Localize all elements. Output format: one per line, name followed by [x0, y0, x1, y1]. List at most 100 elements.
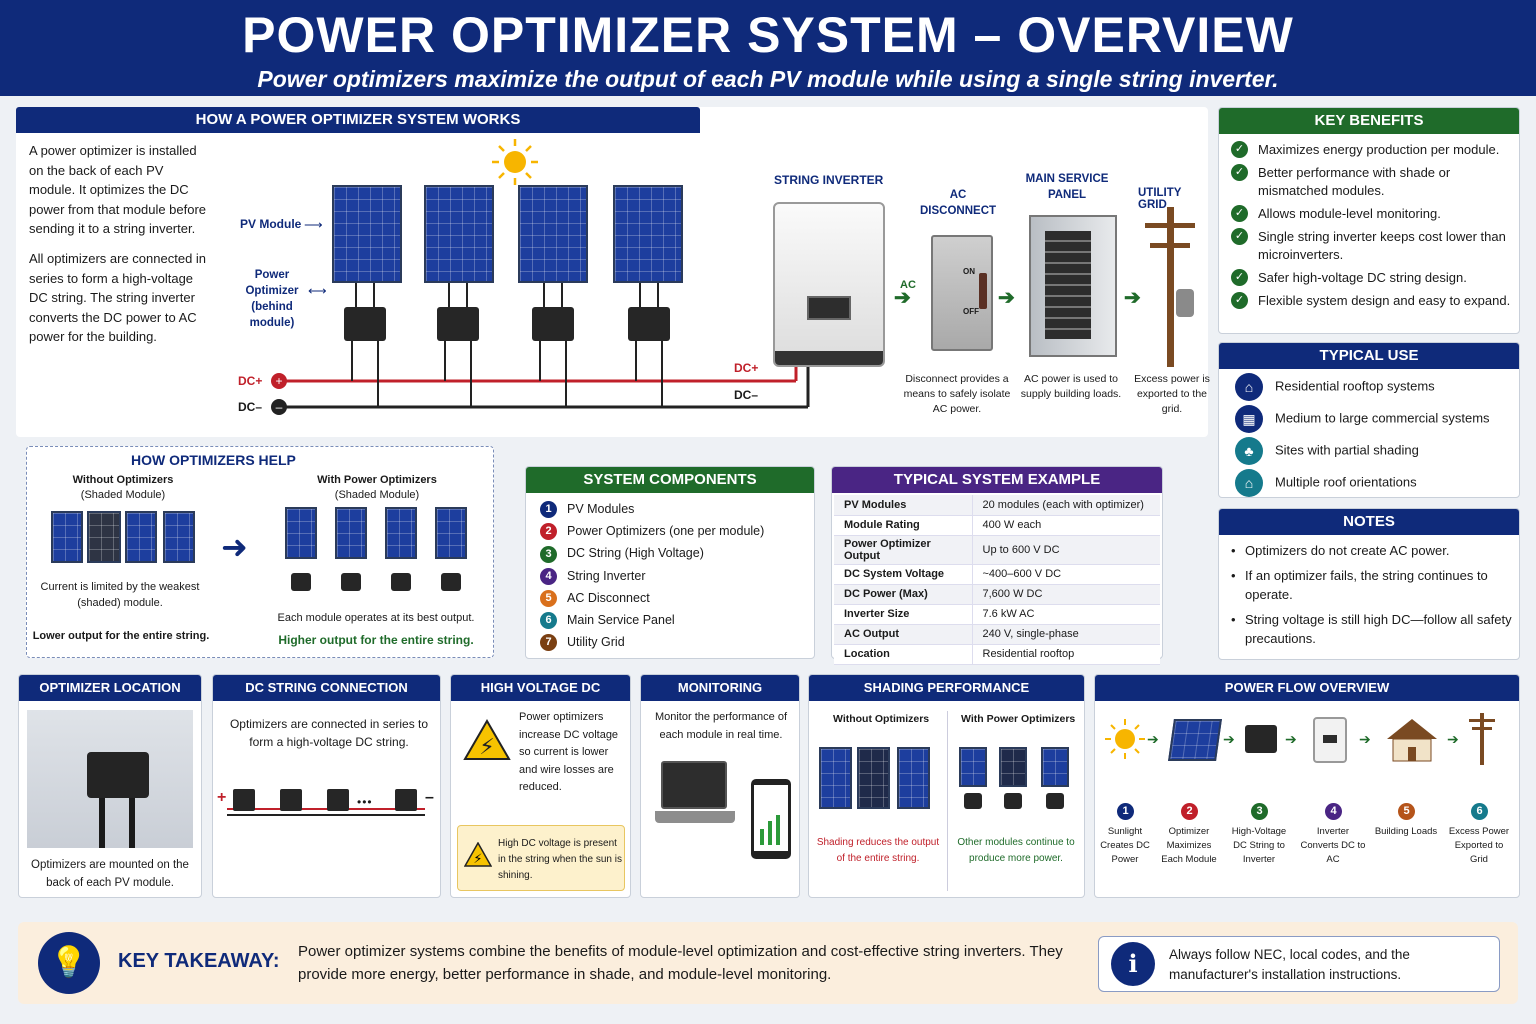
shading-optimizer-1: [964, 793, 982, 809]
benefit-item: ✓Better performance with shade or mismat…: [1231, 164, 1515, 200]
flow-arrow-2: ➔: [1223, 731, 1235, 747]
phone-icon: [751, 779, 791, 859]
check-icon: ✓: [1231, 205, 1248, 222]
flow-step-label: Sunlight Creates DC Power: [1100, 826, 1150, 865]
tree-icon: ♣: [1235, 437, 1263, 465]
svg-text:⚡: ⚡: [473, 852, 482, 867]
how-helps-title: HOW OPTIMIZERS HELP: [131, 452, 296, 468]
benefit-item: ✓Allows module-level monitoring.: [1231, 205, 1515, 223]
optimizer-4: [628, 307, 670, 341]
panel-caption: AC power is used to supply building load…: [1020, 373, 1122, 400]
benefit-item: ✓Maximizes energy production per module.: [1231, 141, 1515, 159]
help-opt-module-3: [385, 507, 417, 559]
flow-module-icon: [1168, 719, 1222, 761]
notes-list: •Optimizers do not create AC power.•If a…: [1231, 541, 1515, 654]
on-label: ON: [963, 267, 975, 276]
table-key: AC Output: [834, 624, 973, 645]
lightbulb-icon: 💡: [38, 932, 100, 994]
shading-opt-module-3: [1041, 747, 1069, 787]
power-flow-title: POWER FLOW OVERVIEW: [1095, 675, 1519, 701]
components-title: SYSTEM COMPONENTS: [526, 467, 814, 493]
green-arrow-1: ➔: [894, 287, 911, 309]
location-caption: Optimizers are mounted on the back of ea…: [31, 859, 189, 889]
monitoring-title: MONITORING: [641, 675, 799, 701]
note-item: •Optimizers do not create AC power.: [1231, 543, 1450, 558]
flow-arrow-1: ➔: [1147, 731, 1159, 747]
dc-string-plus: +: [217, 789, 227, 806]
without-title: Without Optimizers: [72, 474, 174, 486]
help-module-shaded: [87, 511, 121, 563]
without-sub: (Shaded Module): [80, 489, 166, 501]
dc-string-wiring: + –: [271, 283, 810, 415]
optimizer-label: Power Optimizer (behind module): [245, 269, 299, 329]
off-label: OFF: [963, 307, 979, 316]
component-number: 1: [540, 501, 557, 519]
small-warning-icon: ⚡: [464, 842, 492, 867]
how-works-panel: HOW A POWER OPTIMIZER SYSTEM WORKS A pow…: [16, 107, 1210, 437]
table-value: 240 V, single-phase: [972, 624, 1160, 645]
takeaway-label: KEY TAKEAWAY:: [118, 950, 280, 972]
help-module-3: [125, 511, 157, 563]
house-icon: ⌂: [1235, 373, 1263, 401]
info-icon: i: [1111, 942, 1155, 986]
table-key: Inverter Size: [834, 604, 973, 625]
svg-text:⚡: ⚡: [479, 735, 494, 760]
takeaway-text: Power optimizer systems combine the bene…: [298, 943, 1063, 983]
dc-string-minus: –: [425, 789, 434, 806]
table-value: 400 W each: [972, 515, 1160, 536]
component-number: 5: [540, 590, 557, 608]
shading-without-caption: Shading reduces the output of the entire…: [816, 837, 940, 864]
benefit-item: ✓Single string inverter keeps cost lower…: [1231, 228, 1515, 264]
high-voltage-panel: HIGH VOLTAGE DC ⚡ Power optimizers incre…: [450, 674, 631, 898]
sun-icon: [490, 137, 540, 187]
use-commercial: ▦Medium to large commercial systems: [1235, 405, 1490, 437]
arrow-left-icon: ⟷: [308, 283, 327, 298]
component-number: 4: [540, 567, 557, 585]
without-heading: Without Optimizers (Shaded Module): [63, 473, 183, 503]
inverter-display: [807, 296, 851, 320]
dc-plus-label: DC+: [238, 374, 263, 388]
dc-minus-inverter-label: DC–: [734, 388, 759, 402]
bullet-icon: •: [1231, 612, 1236, 627]
high-voltage-title: HIGH VOLTAGE DC: [451, 675, 630, 701]
flow-arrow-4: ➔: [1359, 731, 1371, 747]
table-value: ~400–600 V DC: [972, 564, 1160, 585]
ac-label: AC: [900, 279, 916, 291]
flow-step-label: Excess Power Exported to Grid: [1448, 826, 1510, 865]
help-opt-module-4: [435, 507, 467, 559]
benefits-list: ✓Maximizes energy production per module.…: [1231, 141, 1515, 315]
flow-step-number: 4: [1325, 803, 1342, 820]
table-row: DC System Voltage~400–600 V DC: [834, 564, 1160, 585]
svg-text:–: –: [276, 400, 283, 414]
notes-title: NOTES: [1219, 509, 1519, 535]
table-value: 7,600 W DC: [972, 584, 1160, 605]
with-title: With Power Optimizers: [317, 474, 437, 486]
shading-divider: [947, 711, 948, 891]
dc-minus-label: DC–: [238, 400, 263, 414]
help-optimizer-2: [341, 573, 361, 591]
table-key: Power Optimizer Output: [834, 535, 973, 565]
shading-panel: SHADING PERFORMANCE Without Optimizers W…: [808, 674, 1085, 898]
roof-icon: ⌂: [1235, 469, 1263, 497]
component-number: 6: [540, 612, 557, 630]
big-arrow-icon: ➜: [221, 529, 248, 565]
dc-plus-inverter-label: DC+: [734, 361, 759, 375]
table-key: PV Modules: [834, 495, 973, 516]
bullet-icon: •: [1231, 568, 1236, 583]
optimizer-3: [532, 307, 574, 341]
flow-step-label: Building Loads: [1374, 826, 1438, 837]
location-panel: OPTIMIZER LOCATION Optimizers are mounte…: [18, 674, 202, 898]
without-result: Lower output for the entire string.: [32, 630, 210, 642]
dc-string-diagram: [227, 789, 425, 816]
warning-text: High DC voltage is present in the string…: [498, 838, 622, 881]
flow-step-number: 3: [1251, 803, 1268, 820]
table-value: Up to 600 V DC: [972, 535, 1160, 565]
utility-caption: Excess power is exported to the grid.: [1134, 373, 1210, 415]
use-orientations: ⌂Multiple roof orientations: [1235, 469, 1490, 501]
